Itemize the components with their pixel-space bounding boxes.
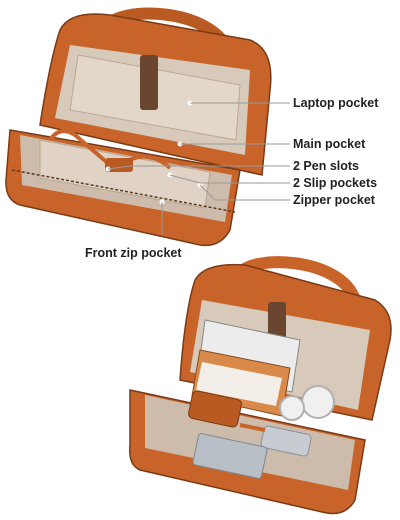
front-zip-pocket-label: Front zip pocket bbox=[85, 246, 182, 260]
pen-slots-label: 2 Pen slots bbox=[293, 159, 359, 173]
top-bag bbox=[5, 7, 272, 247]
bottom-bag bbox=[128, 256, 392, 515]
slip-pockets-label: 2 Slip pockets bbox=[293, 176, 378, 190]
laptop-pocket-label: Laptop pocket bbox=[293, 96, 379, 110]
callout-lines bbox=[107, 102, 290, 235]
main-pocket-label: Main pocket bbox=[293, 137, 366, 151]
zipper-pocket-label: Zipper pocket bbox=[293, 193, 375, 207]
